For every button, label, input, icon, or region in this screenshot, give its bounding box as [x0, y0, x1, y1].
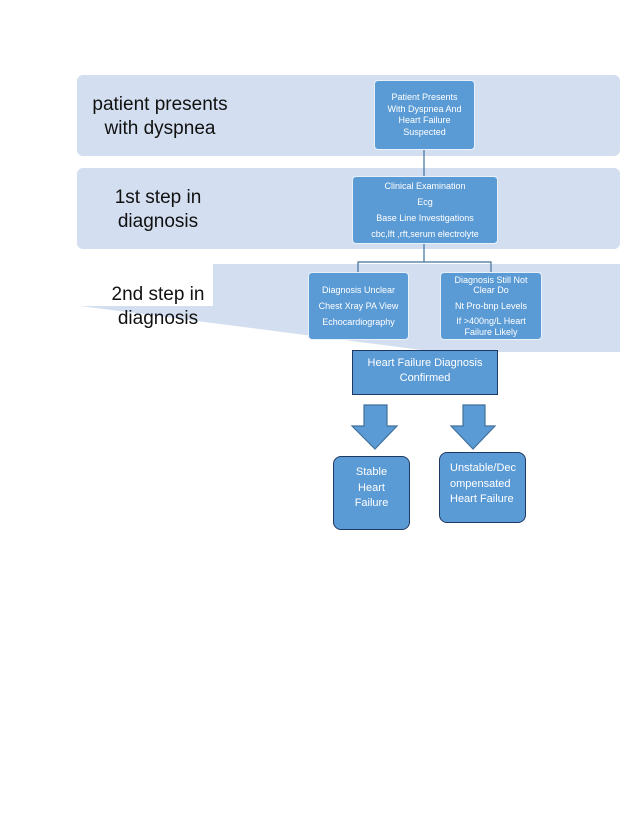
node-text: Ecg: [417, 197, 433, 207]
band-label-first-step: 1st step in diagnosis: [88, 186, 228, 234]
down-arrow-icon: [350, 404, 399, 450]
band-label-line: 2nd step in: [111, 284, 205, 305]
node-text: Heart Failure Diagnosis: [367, 357, 483, 369]
node-text: If >400ng/L Heart: [456, 316, 526, 327]
node-text: Diagnosis Still Not: [454, 274, 528, 285]
band-label-line: 1st step in: [114, 187, 202, 208]
node-text: Diagnosis Unclear: [321, 285, 396, 295]
node-text: Chest Xray PA View: [318, 301, 399, 311]
node-text: Nt Pro-bnp Levels: [454, 300, 528, 311]
node-text: Confirmed: [399, 372, 451, 384]
node-clinical-examination: Clinical Examination Ecg Base Line Inves…: [352, 176, 498, 244]
node-text: Stable: [355, 466, 388, 478]
band-label-line: with dyspnea: [104, 118, 216, 139]
band-label-line: diagnosis: [117, 308, 199, 329]
node-text: With Dyspnea And: [387, 103, 462, 114]
node-text: Patient Presents: [391, 92, 458, 102]
node-text: Base Line Investigations: [376, 213, 474, 223]
node-text: cbc,lft ,rft,serum electrolyte: [371, 229, 479, 239]
node-text: Clinical Examination: [384, 181, 466, 191]
node-unstable-heart-failure: Unstable/Dec ompensated Heart Failure: [439, 452, 526, 523]
node-text: Failure: [354, 497, 389, 509]
node-text: Echocardiography: [322, 317, 395, 327]
band-label-line: patient presents: [92, 94, 228, 115]
node-text: Unstable/Dec: [450, 462, 517, 474]
node-text: Heart: [358, 481, 385, 494]
band-label-line: diagnosis: [117, 211, 199, 232]
node-text: Suspected: [403, 126, 446, 137]
node-diagnosis-unclear: Diagnosis Unclear Chest Xray PA View Ech…: [308, 272, 409, 340]
node-text: Heart Failure: [398, 115, 451, 125]
band-first-step: [77, 168, 620, 249]
node-text: Failure Likely: [464, 326, 518, 337]
band-label-presentation: patient presents with dyspnea: [80, 93, 240, 141]
connector-clinical-children: [357, 243, 492, 272]
node-text: Heart Failure: [450, 493, 514, 505]
node-diagnosis-still-not-clear: Diagnosis Still Not Clear Do Nt Pro-bnp …: [440, 272, 542, 340]
node-text: ompensated: [450, 477, 511, 490]
node-heart-failure-confirmed: Heart Failure Diagnosis Confirmed: [352, 350, 498, 395]
band-presentation: [77, 75, 620, 156]
band-label-second-step: 2nd step in diagnosis: [88, 283, 228, 331]
node-text: Clear Do: [473, 285, 509, 296]
node-stable-heart-failure: Stable Heart Failure: [333, 456, 410, 530]
node-patient-presents: Patient Presents With Dyspnea And Heart …: [374, 80, 475, 150]
down-arrow-icon: [449, 404, 497, 450]
